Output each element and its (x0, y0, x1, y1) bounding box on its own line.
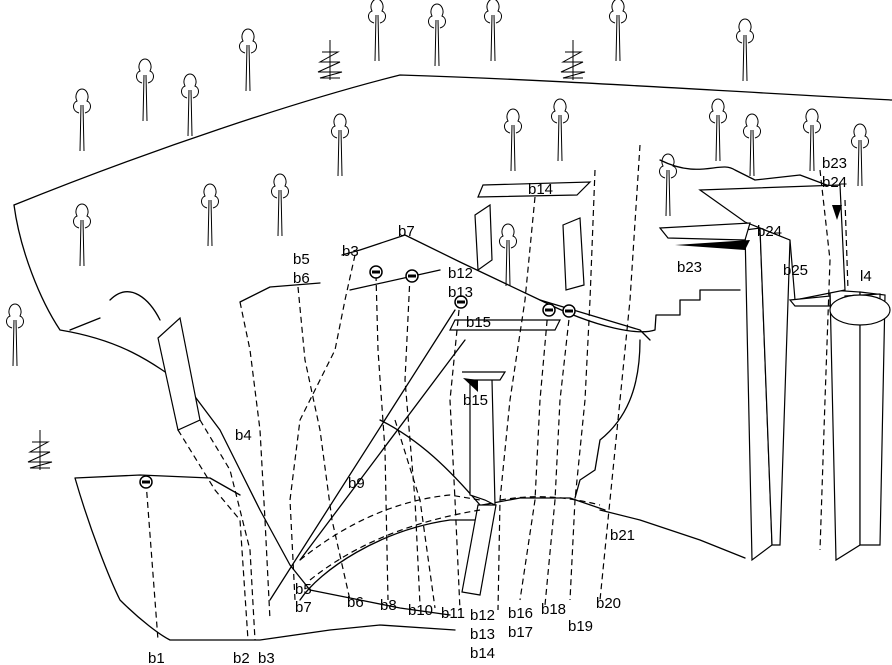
label-b18: b18 (541, 601, 566, 618)
label-b6-bottom: b6 (347, 594, 364, 611)
label-b3-top: b3 (342, 243, 359, 260)
label-b11: b11 (441, 605, 465, 622)
label-b6-top: b6 (293, 270, 310, 287)
label-b4: b4 (235, 427, 252, 444)
label-b5-top: b5 (293, 251, 310, 268)
label-b13-bottom: b13 (470, 626, 495, 643)
label-b20: b20 (596, 595, 621, 612)
label-b16: b16 (508, 605, 533, 622)
climbing-routes (145, 144, 849, 641)
rock-features (157, 181, 891, 596)
label-b8: b8 (380, 597, 397, 614)
label-b12-bottom: b12 (470, 607, 495, 624)
label-b21: b21 (610, 527, 635, 544)
label-b13-top: b13 (448, 284, 473, 301)
label-b15-mid: b15 (463, 392, 488, 409)
label-b15-top: b15 (466, 314, 491, 331)
label-b14-bottom: b14 (470, 645, 495, 662)
label-b14-top: b14 (528, 181, 553, 198)
label-b24-top: b24 (822, 174, 847, 191)
label-b2: b2 (233, 650, 250, 665)
bolt-markers (139, 265, 576, 489)
label-b3: b3 (258, 650, 275, 665)
label-b9: b9 (348, 475, 365, 492)
label-b7-bottom: b7 (295, 599, 312, 616)
label-b24-mid: b24 (757, 223, 782, 240)
label-b25: b25 (783, 262, 808, 279)
label-b17: b17 (508, 624, 533, 641)
label-b12-top: b12 (448, 265, 473, 282)
label-b23-top: b23 (822, 155, 847, 172)
label-b7-top: b7 (398, 223, 415, 240)
label-b10: b10 (408, 602, 433, 619)
label-b19: b19 (568, 618, 593, 635)
label-b23-mid: b23 (677, 259, 702, 276)
label-b5-bottom: b5 (295, 581, 312, 598)
label-b1: b1 (148, 650, 165, 665)
route-labels: b1 b2 b3 b3 b4 b5 b6 b5 b7 b7 b6 b8 b9 b… (148, 155, 872, 665)
label-l4: l4 (860, 268, 872, 285)
